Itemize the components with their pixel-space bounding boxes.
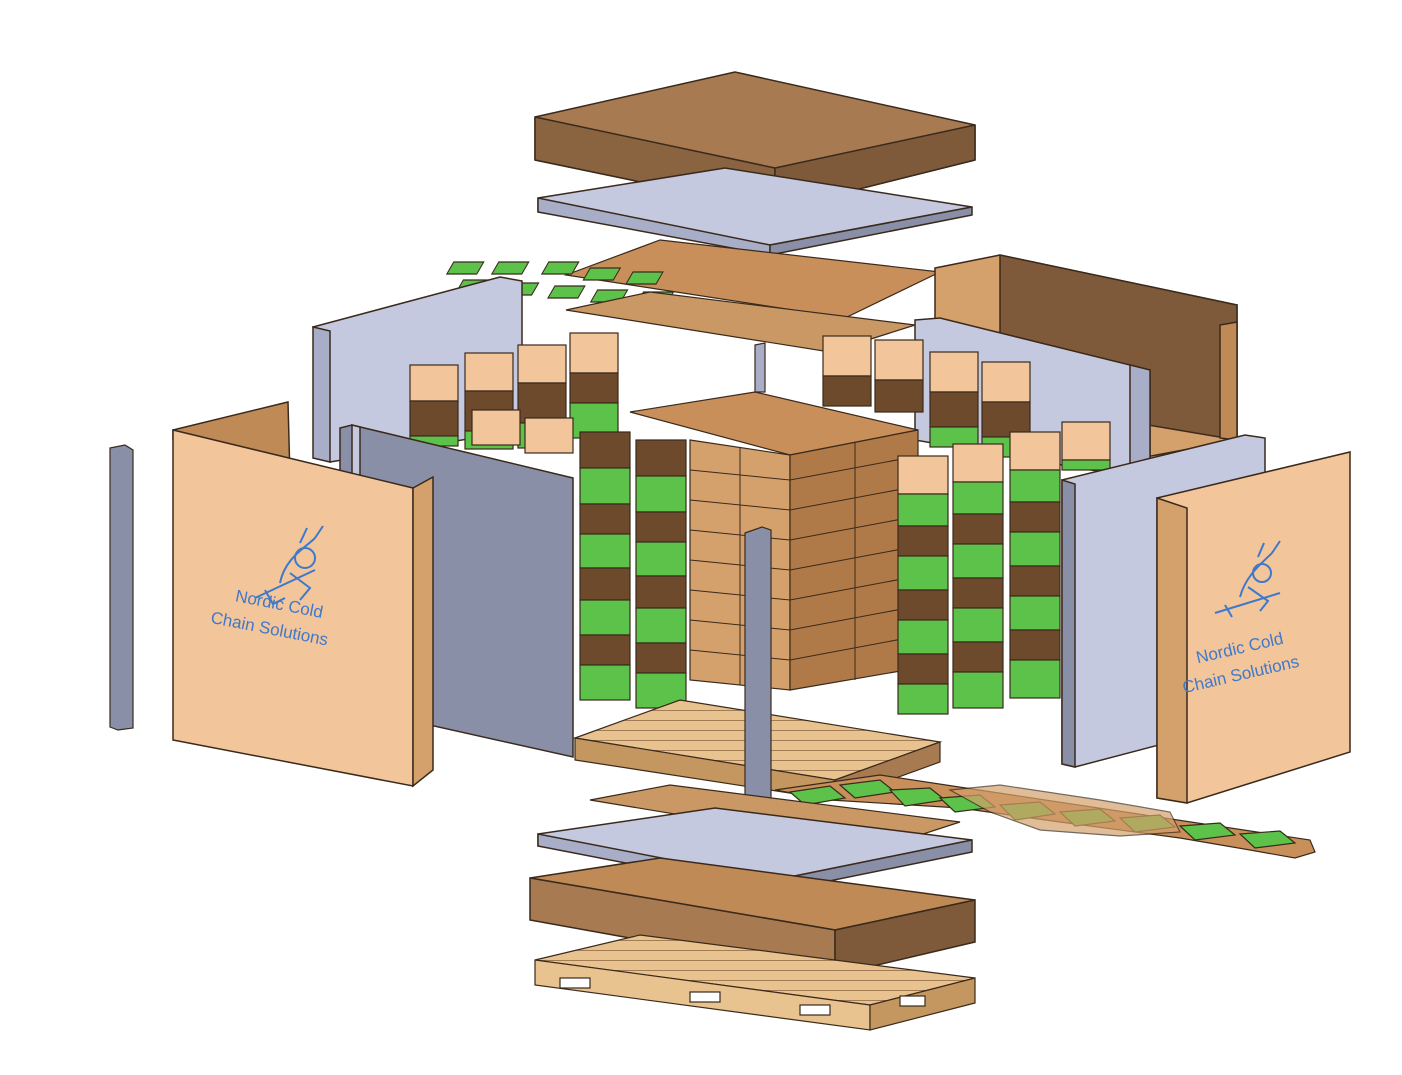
- front-right-gel-columns: [897, 421, 1111, 715]
- product-box-stack: [629, 391, 919, 691]
- right-outer-wall: [1156, 451, 1351, 804]
- left-outer-wall: [172, 401, 434, 788]
- right-wall-logo: [1214, 540, 1281, 618]
- front-left-gel-columns: [579, 431, 687, 709]
- top-insulation-panel: [537, 167, 973, 256]
- back-right-gel-columns: [822, 335, 1031, 458]
- back-left-gel-columns: [409, 332, 619, 454]
- left-wall-logo: [254, 525, 324, 606]
- loose-corner-post: [109, 444, 134, 731]
- unfolded-gel-pack-strip: [774, 774, 1316, 859]
- bottom-pallet: [534, 934, 976, 1031]
